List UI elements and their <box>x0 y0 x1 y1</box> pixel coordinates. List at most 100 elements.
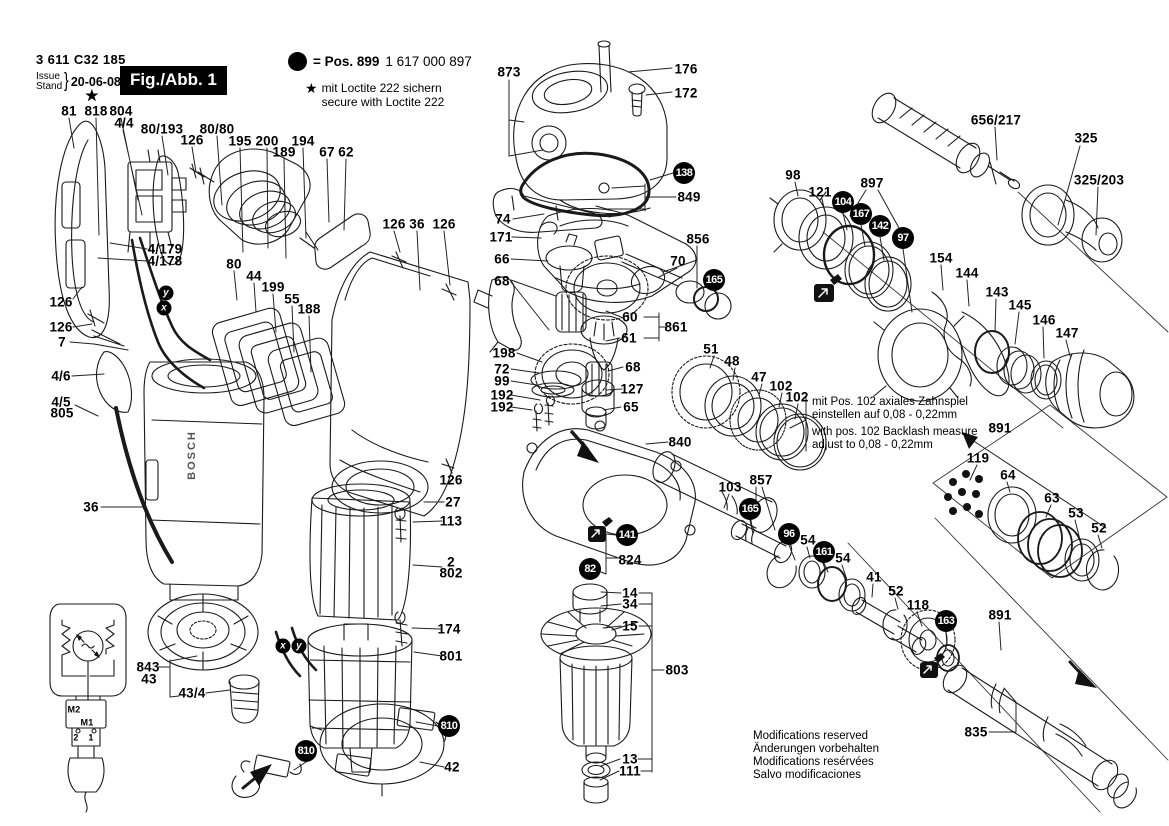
part-label-52: 52 <box>888 583 904 599</box>
gearbox-cover-group <box>513 40 668 218</box>
part-label-103: 103 <box>718 479 742 495</box>
part-label-195: 195 <box>228 133 252 149</box>
stator-group <box>309 460 429 647</box>
part-label-14: 14 <box>622 585 638 601</box>
part-label-843: 843 <box>136 659 160 675</box>
wire-marker-y: y <box>291 638 307 654</box>
part-label-147: 147 <box>1055 325 1079 341</box>
part-badge-165: 165 <box>703 269 725 291</box>
part-badge-82: 82 <box>579 558 601 580</box>
part-label-51: 51 <box>703 341 719 357</box>
part-label-189: 189 <box>272 144 296 160</box>
part-label-64: 64 <box>1000 467 1016 483</box>
part-label-804: 804 <box>109 103 133 119</box>
part-label-41: 41 <box>866 569 882 585</box>
hammer-tube-group <box>942 664 1137 809</box>
part-badge-97: 97 <box>892 227 914 249</box>
part-label-192: 192 <box>490 399 514 415</box>
part-badge-104: 104 <box>832 191 854 213</box>
part-label-4/5: 4/5 <box>51 394 71 410</box>
part-label-2: 2 <box>73 732 79 743</box>
part-label-194: 194 <box>291 133 315 149</box>
brace-glyph: } <box>64 70 69 92</box>
part-label-62: 62 <box>338 144 354 160</box>
gear-train-group <box>473 221 649 432</box>
part-label-199: 199 <box>261 279 285 295</box>
title-block: 3 611 C32 185 Issue Stand } 20-06-08 <box>36 52 126 93</box>
part-label-127: 127 <box>620 381 644 397</box>
part-label-4/179: 4/179 <box>147 241 183 257</box>
part-label-126: 126 <box>382 216 406 232</box>
part-label-80: 80 <box>226 256 242 272</box>
part-label-42: 42 <box>444 759 460 775</box>
part-label-154: 154 <box>929 250 953 266</box>
part-label-1: 1 <box>88 732 94 743</box>
part-label-873: 873 <box>497 64 521 80</box>
housing-cap-group <box>208 148 371 270</box>
part-label-★: ★ <box>85 87 99 105</box>
rubber-boot-group <box>1045 349 1135 429</box>
part-label-849: 849 <box>677 189 701 205</box>
part-label-74: 74 <box>495 211 511 227</box>
part-label-818: 818 <box>84 103 108 119</box>
part-label-126: 126 <box>439 472 463 488</box>
part-label-54: 54 <box>835 550 851 566</box>
backlash-note-en: with pos. 102 Backlash measure adjust to… <box>812 426 978 451</box>
part-label-63: 63 <box>1044 490 1060 506</box>
part-label-60: 60 <box>622 309 638 325</box>
wire-marker-x: x <box>156 300 172 316</box>
part-label-61: 61 <box>621 330 637 346</box>
part-label-80/80: 80/80 <box>199 121 235 137</box>
part-badge-161: 161 <box>813 541 835 563</box>
part-badge-810: 810 <box>295 740 317 762</box>
handle-shell-group <box>54 120 110 339</box>
barrel-group <box>652 451 778 533</box>
side-chuck-group <box>1021 184 1123 263</box>
backlash-note-de: mit Pos. 102 axiales Zahnspiel einstelle… <box>812 396 968 421</box>
part-label-857: 857 <box>749 472 773 488</box>
part-label-145: 145 <box>1008 297 1032 313</box>
part-label-200: 200 <box>255 133 279 149</box>
part-label-802: 802 <box>439 565 463 581</box>
part-label-65: 65 <box>623 399 639 415</box>
part-label-805: 805 <box>50 405 74 421</box>
motor-housing-group <box>143 358 265 601</box>
stand-label: Stand <box>36 80 63 92</box>
figure-label: Fig./Abb. 1 <box>120 66 227 95</box>
black-dot-icon <box>288 52 307 71</box>
part-label-188: 188 <box>297 301 321 317</box>
part-label-2: 2 <box>447 554 455 570</box>
modifications-note: Modifications reserved Änderungen vorbeh… <box>753 730 879 781</box>
part-label-4/6: 4/6 <box>51 368 71 384</box>
part-label-111: 111 <box>619 763 641 779</box>
part-badge-167: 167 <box>850 203 872 225</box>
part-label-121: 121 <box>808 184 832 200</box>
part-label-198: 198 <box>492 345 516 361</box>
part-label-15: 15 <box>622 618 638 634</box>
part-label-144: 144 <box>955 265 979 281</box>
part-label-126: 126 <box>432 216 456 232</box>
part-label-27: 27 <box>445 494 461 510</box>
part-label-36: 36 <box>83 499 99 515</box>
part-label-102: 102 <box>785 389 809 405</box>
grease-icon <box>588 274 945 678</box>
part-label-44: 44 <box>246 268 262 284</box>
star-icon: ★ <box>305 80 318 96</box>
part-label-M1: M1 <box>80 717 94 728</box>
part-label-143: 143 <box>985 284 1009 300</box>
armature-bottom-group <box>540 583 652 804</box>
document-number: 3 611 C32 185 <box>36 52 126 67</box>
part-label-47: 47 <box>751 369 767 385</box>
seal-rings-group <box>769 189 1062 402</box>
part-label-99: 99 <box>494 373 510 389</box>
part-label-54: 54 <box>800 532 816 548</box>
part-label-43/4: 43/4 <box>178 685 206 701</box>
issue-date: 20-06-08 <box>70 74 121 89</box>
loctite-line-de: mit Loctite 222 sichern <box>321 81 442 95</box>
part-label-325/203: 325/203 <box>1073 172 1125 188</box>
part-label-13: 13 <box>622 751 638 767</box>
pos-legend-bold: = Pos. 899 <box>313 54 380 69</box>
